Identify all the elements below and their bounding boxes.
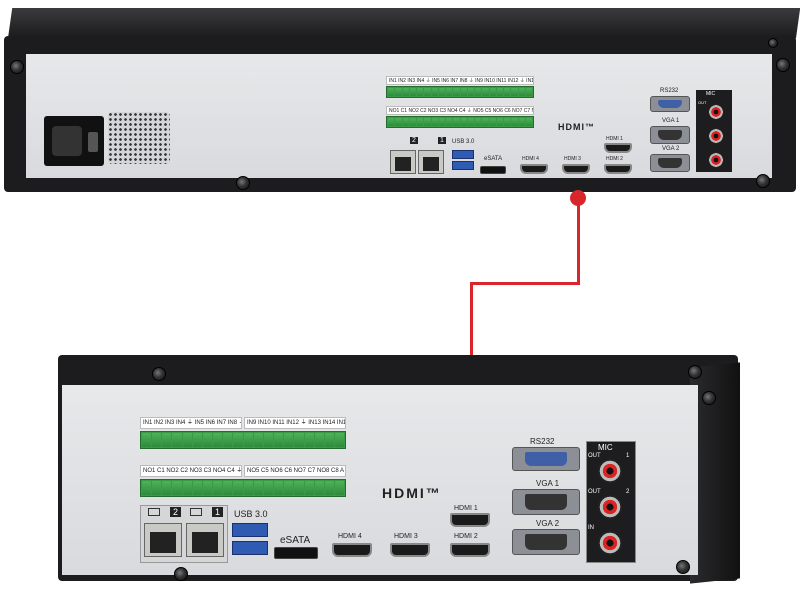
lan-port-1[interactable] [418,150,444,174]
vga-2-label: VGA 2 [662,146,680,152]
audio-out-1-jack[interactable] [598,459,622,483]
audio-out-2-jack[interactable] [598,495,622,519]
hdmi-1-label: HDMI 1 [606,136,623,142]
vga-port-1[interactable] [650,126,690,144]
rs232-label: RS232 [660,88,679,94]
lan-1-number: 1 [212,507,224,517]
hdmi-port-4[interactable] [520,164,548,174]
audio-ch2-label: 2 [626,489,630,495]
hdmi-3-label: HDMI 3 [394,533,418,540]
screw-icon [756,174,770,188]
alarm-output-terminal[interactable] [140,479,346,497]
hdmi-port-3[interactable] [562,164,590,174]
hdmi-logo: HDMI™ [558,122,595,132]
usb-label: USB 3.0 [452,139,475,145]
audio-out-2-jack[interactable] [708,128,724,144]
top-unit-lid [8,8,800,38]
lan-port-2[interactable] [144,523,182,557]
esata-label: eSATA [280,535,311,546]
usb-label: USB 3.0 [234,509,268,519]
alarm-input-labels-left: IN1 IN2 IN3 IN4 ⏚ IN5 IN6 IN7 IN8 ⏚ [140,417,242,429]
hdmi-4-label: HDMI 4 [338,533,362,540]
screw-icon [174,567,188,581]
top-unit: IN1 IN2 IN3 IN4 ⏚ IN5 IN6 IN7 IN8 ⏚ IN9 … [0,0,800,200]
esata-port[interactable] [274,547,318,559]
screw-icon [702,391,716,405]
lan-1-number: 1 [438,137,446,144]
callout-line-v1 [577,200,580,284]
hdmi-4-label: HDMI 4 [522,156,539,162]
screw-icon [768,38,778,48]
audio-out-1-jack[interactable] [708,104,724,120]
hdmi-2-label: HDMI 2 [606,156,623,162]
alarm-input-labels-right: IN9 IN10 IN11 IN12 ⏚ IN13 IN14 IN15 IN16… [244,417,346,429]
lan-port-1[interactable] [186,523,224,557]
hdmi-1-label: HDMI 1 [454,505,478,512]
vga-1-label: VGA 1 [662,118,680,124]
audio-in-jack[interactable] [598,531,622,555]
vga-port-1[interactable] [512,489,580,515]
audio-ch1-label: 1 [626,453,630,459]
mic-label: MIC [706,91,716,97]
lan-2-number: 2 [410,137,418,144]
usb-port-1[interactable] [232,523,268,537]
hdmi-port-2[interactable] [450,543,490,557]
hdmi-port-1[interactable] [450,513,490,527]
vga-port-2[interactable] [512,529,580,555]
alarm-output-labels-right: NO5 C5 NO6 C6 NO7 C7 NO8 C8 A B [244,465,346,477]
screw-icon [676,560,690,574]
hdmi-3-label: HDMI 3 [564,156,581,162]
fan-grille [108,112,170,164]
hdmi-2-label: HDMI 2 [454,533,478,540]
screw-icon [236,176,250,190]
alarm-output-labels: NO1 C1 NO2 C2 NO3 C3 NO4 C4 ⏚ NO5 C5 NO6… [386,106,534,115]
hdmi-port-1[interactable] [604,143,632,153]
callout-dot-top [570,190,586,206]
rs232-port[interactable] [512,447,580,471]
lan-2-number: 2 [170,507,182,517]
screw-icon [10,60,24,74]
callout-line-h [470,282,580,285]
hdmi-port-4[interactable] [332,543,372,557]
hdmi-logo: HDMI™ [382,485,442,501]
bottom-unit: IN1 IN2 IN3 IN4 ⏚ IN5 IN6 IN7 IN8 ⏚ IN9 … [0,355,800,591]
esata-port[interactable] [480,166,506,174]
mic-label: MIC [598,443,613,452]
power-inlet [44,116,104,166]
esata-label: eSATA [484,156,503,162]
screw-icon [776,58,790,72]
hdmi-port-3[interactable] [390,543,430,557]
network-icon [148,508,160,516]
screw-icon [688,365,702,379]
rs232-port[interactable] [650,96,690,112]
alarm-output-labels-left: NO1 C1 NO2 C2 NO3 C3 NO4 C4 ⏚ [140,465,242,477]
vga-1-label: VGA 1 [536,479,560,488]
alarm-output-terminal[interactable] [386,116,534,128]
vga-2-label: VGA 2 [536,519,560,528]
audio-out-label: OUT [698,100,707,105]
rs232-label: RS232 [530,437,555,446]
alarm-input-terminal[interactable] [140,431,346,449]
audio-in-jack[interactable] [708,152,724,168]
alarm-input-terminal[interactable] [386,86,534,98]
screw-icon [152,367,166,381]
usb-port-2[interactable] [232,541,268,555]
audio-out-1-label: OUT [588,453,601,459]
usb-port-1[interactable] [452,150,474,159]
alarm-input-labels: IN1 IN2 IN3 IN4 ⏚ IN5 IN6 IN7 IN8 ⏚ IN9 … [386,76,534,85]
lan-port-2[interactable] [390,150,416,174]
power-switch-icon [88,132,98,152]
network-icon [190,508,202,516]
audio-in-label: IN [588,525,594,531]
audio-out-2-label: OUT [588,489,601,495]
usb-port-2[interactable] [452,161,474,170]
vga-port-2[interactable] [650,154,690,172]
hdmi-port-2[interactable] [604,164,632,174]
